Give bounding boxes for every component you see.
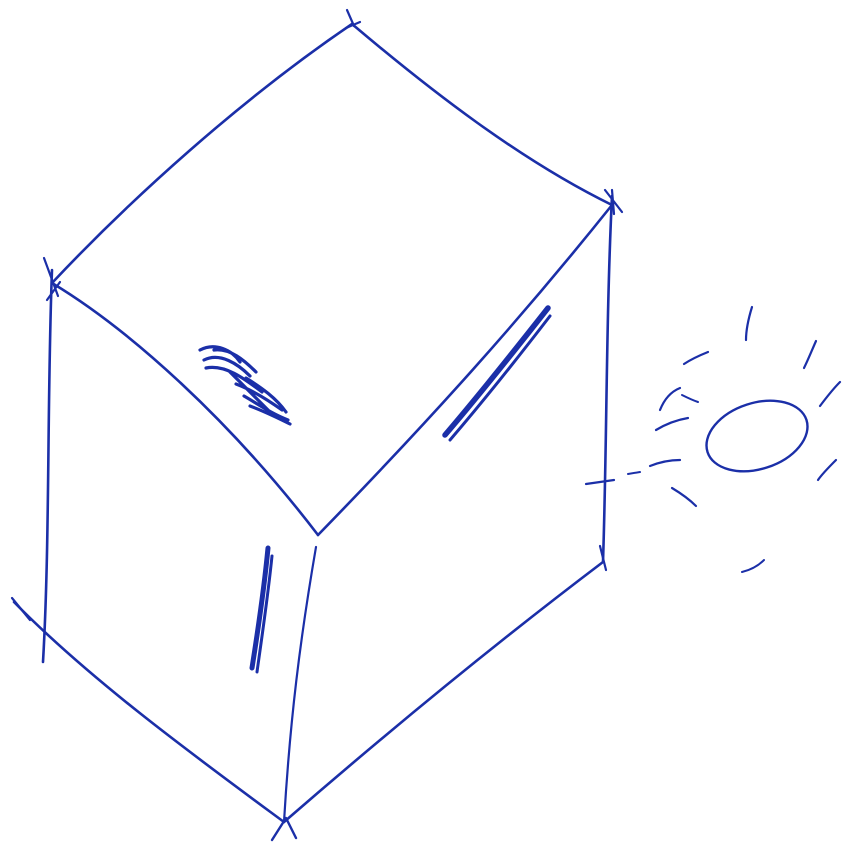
cube xyxy=(12,10,622,840)
sun-ray xyxy=(742,560,764,572)
sun-icon xyxy=(586,307,840,572)
right-face-shade-stroke xyxy=(445,308,548,435)
sun-disc xyxy=(697,389,816,484)
sun-ray xyxy=(672,488,696,506)
sun-ray xyxy=(650,460,680,466)
top-face-scribble-mark xyxy=(200,347,290,424)
sun-ray xyxy=(684,352,708,364)
sun-ray xyxy=(656,418,688,430)
cube-bottom-edge-left xyxy=(14,602,284,822)
cube-front-vertical-edge xyxy=(284,547,316,822)
cube-corner-mark-bottom xyxy=(272,818,296,840)
sun-ray xyxy=(682,395,698,402)
cube-top-edge-left xyxy=(52,24,352,283)
cube-left-vertical-edge xyxy=(43,270,52,662)
cube-bottom-edge-right xyxy=(284,562,603,822)
light-direction-tick xyxy=(586,480,614,484)
light-direction-tick-2 xyxy=(628,472,640,474)
sun-ray xyxy=(660,388,680,410)
cube-top-edge-front-right xyxy=(318,205,612,535)
cube-corner-mark-left xyxy=(44,258,60,300)
sun-ray xyxy=(746,307,752,340)
sun-ray xyxy=(804,341,816,368)
cube-corner-mark-bottom-left xyxy=(12,598,30,620)
cube-right-vertical-edge xyxy=(603,196,612,562)
cube-top-edge-right xyxy=(352,24,612,205)
sun-ray xyxy=(818,460,836,480)
shading-marks xyxy=(200,308,550,672)
sun-ray xyxy=(820,382,840,406)
